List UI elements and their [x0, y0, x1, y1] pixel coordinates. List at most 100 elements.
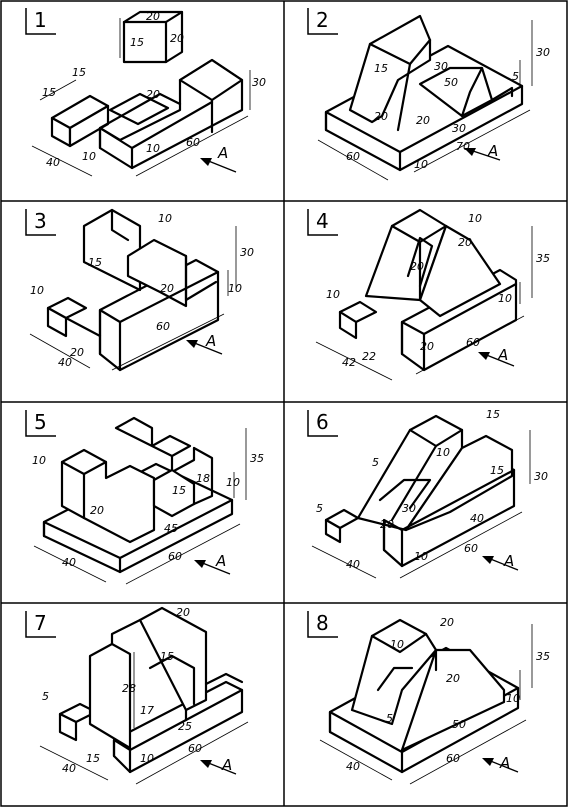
dimension-lines-3: [29, 226, 237, 371]
dim-label-2-10: 60: [346, 150, 360, 163]
dim-label-7-2: 15: [160, 650, 174, 663]
part-1-drawing: [50, 10, 244, 170]
panel-8: 8 A 20 10 20 35 10 5: [307, 611, 550, 785]
dimension-lines-6: [311, 430, 531, 579]
dim-label-1-2: 15: [130, 36, 144, 49]
dim-label-4-3: 20: [410, 260, 424, 273]
dimension-labels-1: 20 15 20 15 15 20 30 40 10 10 60: [42, 10, 266, 169]
dim-label-6-5: 30: [534, 470, 548, 483]
dim-label-6-7: 30: [402, 502, 416, 515]
dim-label-5-4: 35: [250, 452, 264, 465]
panel-number-6: 6: [316, 410, 329, 434]
panel-2: 2 A 15 30 50 5 30: [307, 8, 550, 181]
dim-label-6-12: 10: [414, 550, 428, 563]
dim-label-1-1: 20: [146, 10, 160, 23]
panel-number-box-7: 7: [25, 611, 56, 638]
dim-label-5-2: 15: [172, 484, 186, 497]
dim-label-1-11: 60: [186, 136, 200, 149]
panel-7: 7 A 20 15 28 17 25: [25, 606, 249, 785]
panel-number-3: 3: [34, 209, 47, 233]
dim-label-1-3: 20: [170, 32, 184, 45]
dim-label-7-5: 25: [178, 720, 192, 733]
dim-label-4-4: 35: [536, 252, 550, 265]
dim-label-2-3: 50: [444, 76, 458, 89]
dimension-labels-3: 10 15 20 30 10 10 20 60 40: [30, 212, 254, 369]
dim-label-5-9: 40: [62, 556, 76, 569]
dimension-labels-8: 20 10 20 35 10 5 50 40 60: [346, 616, 550, 773]
panel-number-box-5: 5: [25, 410, 56, 437]
dim-label-3-9: 40: [58, 356, 72, 369]
dim-label-7-9: 10: [140, 752, 154, 765]
part-3-drawing: [46, 208, 220, 372]
dim-label-6-1: 15: [486, 408, 500, 421]
dim-label-1-5: 15: [42, 86, 56, 99]
dim-label-1-9: 10: [82, 150, 96, 163]
dim-label-3-5: 10: [228, 282, 242, 295]
dim-label-4-6: 10: [326, 288, 340, 301]
dim-label-3-1: 10: [30, 284, 44, 297]
dim-label-2-8: 20: [416, 114, 430, 127]
panel-3: 3 A 10 15 20 30: [25, 208, 254, 372]
dim-label-8-5: 10: [506, 692, 520, 705]
dim-label-5-7: 45: [164, 522, 178, 535]
dim-label-2-4: 5: [512, 70, 519, 83]
dim-label-4-8: 20: [420, 340, 434, 353]
arrow-label-5: A: [215, 552, 226, 570]
dim-label-5-6: 20: [90, 504, 104, 517]
panel-4: 4 A 10 20 20 35: [307, 208, 550, 381]
dim-label-5-5: 10: [226, 476, 240, 489]
dim-label-8-8: 40: [346, 760, 360, 773]
dim-label-2-9: 70: [456, 140, 470, 153]
dim-label-7-6: 5: [42, 690, 49, 703]
part-6-drawing: [324, 414, 516, 568]
arrow-label-3: A: [205, 332, 216, 350]
panel-number-box-2: 2: [307, 8, 338, 35]
dim-label-5-3: 18: [196, 472, 210, 485]
dimension-lines-5: [33, 428, 247, 585]
dim-label-3-8: 60: [156, 320, 170, 333]
part-2-drawing: [324, 14, 524, 172]
part-8-drawing: [328, 618, 520, 774]
dim-label-1-8: 40: [46, 156, 60, 169]
dim-label-5-8: 60: [168, 550, 182, 563]
panel-number-5: 5: [34, 410, 47, 434]
dim-label-7-7: 15: [86, 752, 100, 765]
dimension-labels-4: 10 20 20 35 10 10 22 20 60 42: [326, 212, 550, 369]
dim-label-8-3: 20: [446, 672, 460, 685]
panel-number-box-8: 8: [307, 611, 338, 638]
dimension-lines-7: [39, 652, 249, 785]
panel-number-box-6: 6: [307, 410, 338, 437]
panel-number-7: 7: [34, 611, 47, 635]
arrow-label-8: A: [499, 754, 510, 772]
direction-arrow-3: A: [186, 332, 223, 355]
dim-label-1-7: 30: [252, 76, 266, 89]
dim-label-4-5: 10: [498, 292, 512, 305]
panel-1: 1 A 20: [25, 8, 266, 177]
dim-label-8-7: 50: [452, 718, 466, 731]
dim-label-4-10: 42: [342, 356, 356, 369]
arrow-label-7: A: [221, 756, 232, 774]
dim-label-2-7: 30: [452, 122, 466, 135]
dim-label-6-2: 5: [372, 456, 379, 469]
arrow-label-6: A: [503, 552, 514, 570]
dim-label-7-8: 40: [62, 762, 76, 775]
dim-label-7-4: 17: [140, 704, 154, 717]
dim-label-4-7: 22: [362, 350, 376, 363]
dim-label-8-2: 10: [390, 638, 404, 651]
dimension-labels-5: 10 15 18 35 10 20 45 60 40: [32, 452, 264, 569]
dim-label-4-1: 10: [468, 212, 482, 225]
dimension-labels-6: 15 5 10 15 30 20 30 40 5 60 40 10: [316, 408, 548, 571]
part-5-drawing: [42, 416, 234, 574]
direction-arrow-2: A: [464, 142, 501, 161]
panel-number-8: 8: [316, 611, 329, 635]
panel-number-1: 1: [34, 8, 47, 32]
dimension-lines-2: [317, 20, 533, 181]
dimension-lines-8: [319, 624, 533, 785]
dim-label-3-6: 10: [158, 212, 172, 225]
dim-label-6-3: 10: [436, 446, 450, 459]
dim-label-1-10: 10: [146, 142, 160, 155]
dim-label-1-4: 15: [72, 66, 86, 79]
dim-label-3-7: 20: [70, 346, 84, 359]
direction-arrow-8: A: [482, 754, 519, 773]
